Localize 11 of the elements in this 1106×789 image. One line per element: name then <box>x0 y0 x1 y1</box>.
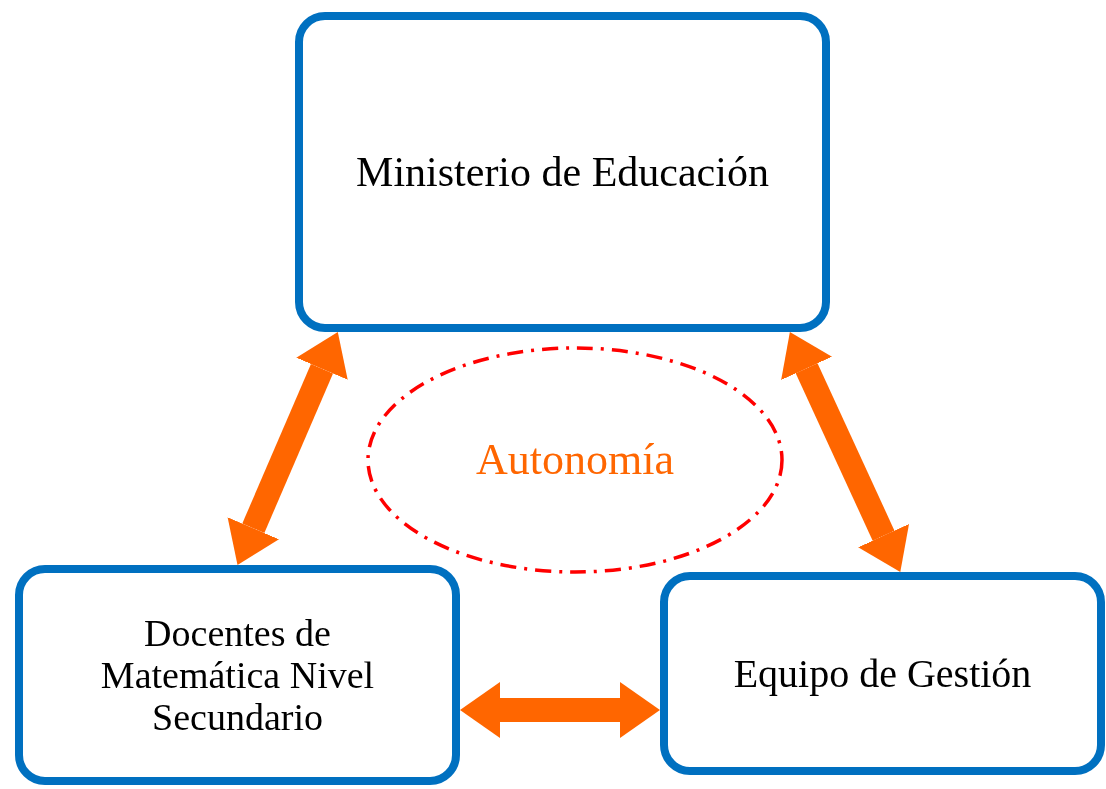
box-label: Ministerio de Educación <box>356 147 769 197</box>
rounded-box <box>660 572 1105 775</box>
rounded-box <box>15 565 460 785</box>
double-arrow <box>227 332 348 565</box>
rounded-box <box>295 12 830 332</box>
double-arrow <box>460 682 660 739</box>
ellipse-label: Autonomía <box>476 434 674 486</box>
double-arrow <box>781 332 909 572</box>
box-label: Docentes de Matemática Nivel Secundario <box>99 612 376 738</box>
box-label: Equipo de Gestión <box>733 649 1032 698</box>
dashed-ellipse <box>365 345 785 575</box>
